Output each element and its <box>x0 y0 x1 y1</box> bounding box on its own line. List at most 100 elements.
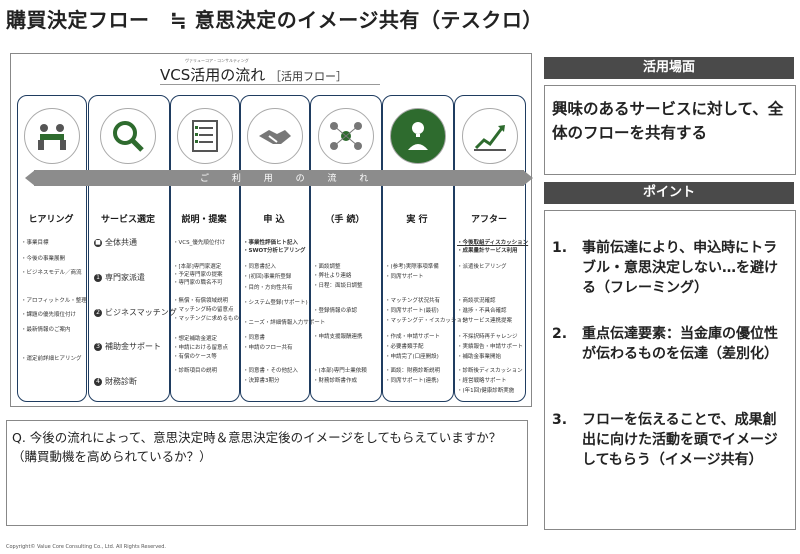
column-head-execute: 実 行 <box>406 215 428 225</box>
list-item: ・不採択時再チャレンジ <box>457 334 518 340</box>
number-3-icon: 3 <box>94 342 102 351</box>
list-item: ・SWOT分析ヒアリング <box>243 248 306 254</box>
point-text: 重点伝達要素：当金庫の優位性が伝わるものを伝達（差別化） <box>582 326 778 362</box>
flow-arrow-right <box>523 170 533 186</box>
list-item: ・(参考)実際事項準備 <box>385 264 439 270</box>
list-item: ・同意書・その他記入 <box>243 368 299 374</box>
column-head-service-select: サービス選定 <box>100 215 155 225</box>
list-item: ・想定補助金選定 <box>173 336 218 342</box>
point-text: 事前伝達により、申込時にトラブル・意思決定しない…を避ける（フレーミング） <box>582 240 778 296</box>
flow-diagram-frame <box>10 53 532 407</box>
list-item: ・必要書類手配 <box>385 344 424 350</box>
list-item: ・無償・有償領域説明 <box>173 298 229 304</box>
list-item: ・補助金事業開始 <box>457 354 502 360</box>
list-item: ・ビジネスモデル／商流 <box>21 270 82 276</box>
usage-panel-text: 興味のあるサービスに対して、全体のフローを共有する <box>552 100 784 142</box>
list-item: ・マッチング状況共有 <box>385 298 441 304</box>
column-head-hearing: ヒアリング <box>28 215 74 225</box>
list-item: ・日程：面談日調整 <box>313 283 363 289</box>
flow-arrow-left <box>25 170 35 186</box>
heading-underline <box>160 84 380 85</box>
list-item: ・アロフィットクル・整理 <box>21 298 87 304</box>
list-item: ・申請における留意点 <box>173 345 229 351</box>
diagram-heading: VCS活用の流れ ［活用フロー］ <box>160 66 348 84</box>
list-item: ・実績報告・申請サポート <box>457 344 524 350</box>
bullet-icon: ■ <box>94 238 102 247</box>
list-item: ・同席サポート(最初) <box>385 308 439 314</box>
list-item: ・マッチング時の留意点 <box>173 307 234 313</box>
points-panel <box>544 210 796 530</box>
list-item: ・今後の事業展開 <box>21 256 66 262</box>
list-item: ・成果量計サービス利用 <box>457 248 518 254</box>
column-head-apply: 申 込 <box>263 215 285 225</box>
list-item: ・派遣後ヒアリング <box>457 264 507 270</box>
list-item: ・今後取組ディスカッション <box>457 240 529 246</box>
list-item: ・経営戦略サポート <box>457 378 507 384</box>
magnifier-icon <box>100 108 156 164</box>
list-item: ・申請完了(口座開設) <box>385 354 439 360</box>
list-item: ・システム登録(サポート) <box>243 300 308 306</box>
copyright: Copyright© Value Core Consulting Co., Lt… <box>6 544 167 550</box>
list-item: ・弊社より連絡 <box>313 273 352 279</box>
column-head-after: アフター <box>470 215 507 225</box>
number-1-icon: 1 <box>94 273 102 282</box>
growth-chart-icon <box>462 108 518 164</box>
list-item: ・面談：財務診断説明 <box>385 368 441 374</box>
list-item: ・申請のフロー共有 <box>243 345 293 351</box>
usage-panel <box>544 85 796 175</box>
list-item: ・マッチングデ・イスカッション <box>385 318 468 324</box>
question-box <box>6 420 528 526</box>
list-item: ・診断項目の説明 <box>173 368 218 374</box>
list-item: ・事業目標 <box>21 240 49 246</box>
flow-band-label: ご 利 用 の 流 れ <box>200 174 379 184</box>
list-item: ・作成・申請サポート <box>385 334 441 340</box>
list-item: ・財務診断書作成 <box>313 378 358 384</box>
list-item: ・ニーズ・詳細情報入力サポート <box>243 320 326 326</box>
point-item: 1. 事前伝達により、申込時にトラブル・意思決定しない…を避ける（フレーミング） <box>552 238 788 298</box>
list-item: ・[本部]専門家選定 <box>173 264 222 270</box>
list-item: ・面談調整 <box>313 264 341 270</box>
point-item: 3. フローを伝えることで、成果創出に向けた活動を頭でイメージしてもらう（イメー… <box>552 410 788 470</box>
list-item: ・商談状況確認 <box>457 298 496 304</box>
point-number: 3. <box>552 412 568 428</box>
point-item: 2. 重点伝達要素：当金庫の優位性が伝わるものを伝達（差別化） <box>552 324 788 364</box>
network-icon <box>318 108 374 164</box>
number-4-icon: 4 <box>94 377 102 386</box>
list-item: ・同意書 <box>243 335 266 341</box>
list-item: ・決算書3期分 <box>243 378 280 384</box>
flow-band <box>34 170 524 186</box>
heading-ruby: ヴァリューコア・コンサルティング <box>185 58 249 63</box>
list-item: ・マッチングに求めるもの <box>173 316 240 322</box>
list-item: ・他サービス連携提案 <box>457 318 513 324</box>
page-title: 購買決定フロー ≒ 意思決定のイメージ共有（テスクロ） <box>6 8 543 32</box>
list-item: ・登録情報の承認 <box>313 308 358 314</box>
list-item: ・目的・方向性共有 <box>243 285 293 291</box>
list-item: ・同席サポート(連携) <box>385 378 439 384</box>
handshake-icon <box>247 108 303 164</box>
usage-panel-header: 活用場面 <box>544 57 794 79</box>
list-item: ・同意書記入 <box>243 264 277 270</box>
column-head-explain: 説明・提案 <box>181 215 227 225</box>
service-item: ■全体共通 <box>94 238 137 247</box>
list-item: ・(初回)事業所登録 <box>243 274 292 280</box>
list-item: ・同席サポート <box>385 274 424 280</box>
list-item: ・(本部)専門士業依頼 <box>313 368 367 374</box>
list-item: ・申請支援報酬連携 <box>313 334 363 340</box>
list-item: ・予定専門家の提案 <box>173 272 223 278</box>
list-item: ・(年1回)健康診断実施 <box>457 388 515 394</box>
list-item: ・有償のケース等 <box>173 354 217 360</box>
point-number: 2. <box>552 326 568 342</box>
list-item: ・事業性評価ヒト記入 <box>243 240 299 246</box>
list-item: ・進捗・不具合確認 <box>457 308 507 314</box>
point-number: 1. <box>552 240 568 256</box>
meeting-icon <box>24 108 80 164</box>
list-item: ・診断後ディスカッション <box>457 368 523 374</box>
point-text: フローを伝えることで、成果創出に向けた活動を頭でイメージしてもらう（イメージ共有… <box>582 412 778 468</box>
list-item: ・VCS_優先順位付け <box>173 240 226 246</box>
column-head-procedure: （手 続） <box>325 215 365 225</box>
list-item: ・専門家の職名不可 <box>173 280 223 286</box>
